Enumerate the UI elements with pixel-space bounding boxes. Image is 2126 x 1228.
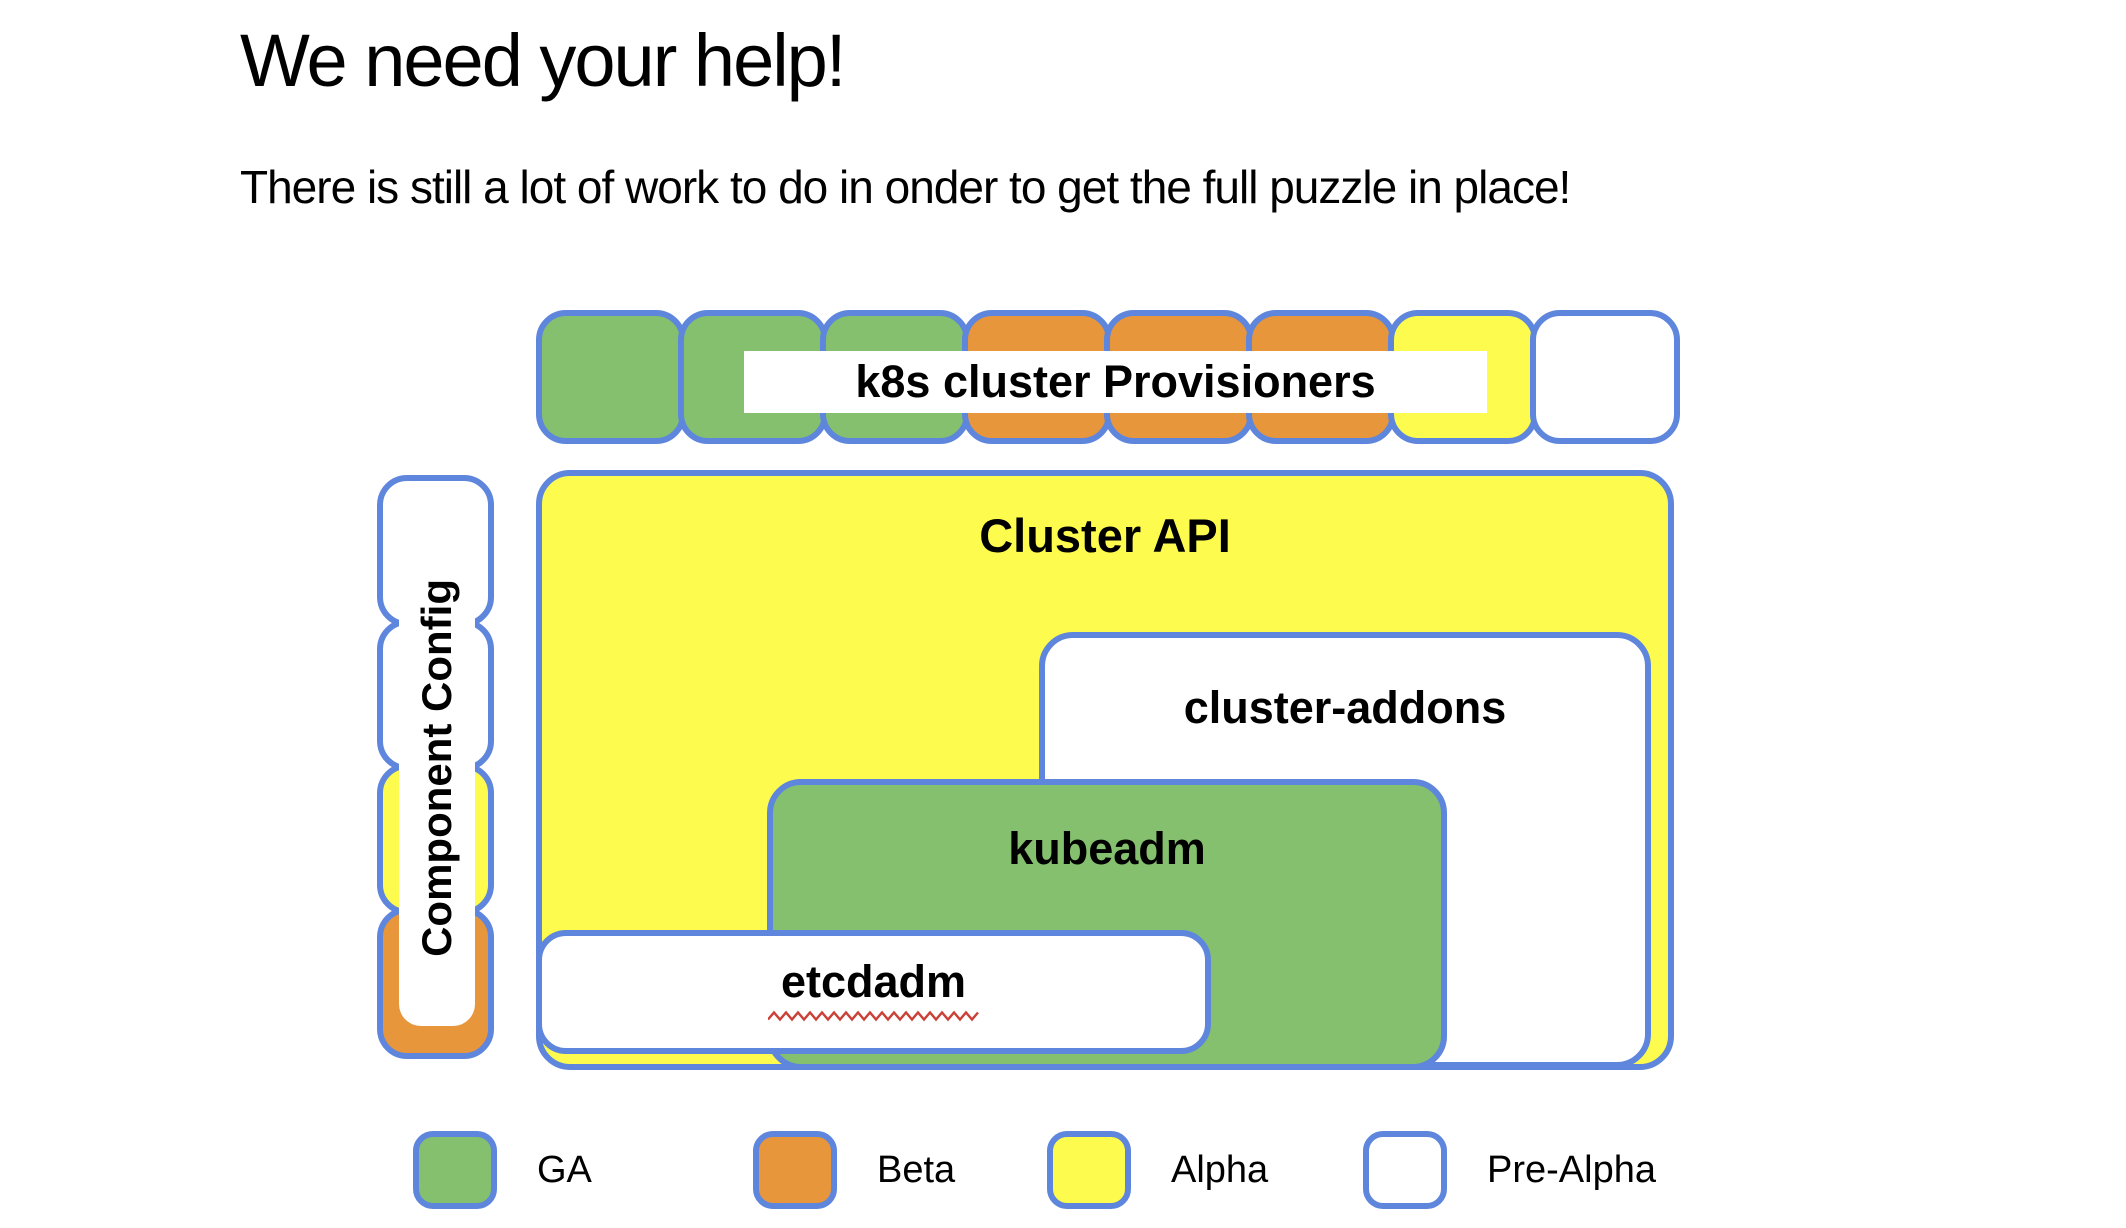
legend-swatch-ga [413,1131,497,1209]
provisioner-block-1-ga [536,310,686,444]
legend-label-pre_alpha: Pre-Alpha [1487,1148,1656,1191]
provisioners-label: k8s cluster Provisioners [744,351,1487,413]
legend-label-beta: Beta [877,1148,956,1191]
legend-swatch-alpha [1047,1131,1131,1209]
page-title: We need your help! [240,19,846,102]
page-subtitle: There is still a lot of work to do in on… [240,161,1571,213]
legend-label-alpha: Alpha [1171,1148,1269,1191]
legend-item-ga: GA [413,1130,592,1210]
etcdadm-box: etcdadm [536,930,1211,1054]
spellcheck-squiggle-icon [767,1010,979,1022]
cluster-api-label: Cluster API [979,509,1231,562]
provisioners-label-text: k8s cluster Provisioners [855,356,1376,407]
component-config-label-text: Component Config [413,579,460,957]
legend-label-ga: GA [537,1148,592,1191]
legend-item-pre_alpha: Pre-Alpha [1363,1130,1656,1210]
legend-swatch-pre_alpha [1363,1131,1447,1209]
etcdadm-label-text: etcdadm [780,956,967,1007]
provisioner-block-8-pre_alpha [1530,310,1680,444]
legend-swatch-beta [753,1131,837,1209]
legend-item-alpha: Alpha [1047,1130,1268,1210]
cluster-addons-label: cluster-addons [1183,682,1507,733]
kubeadm-label: kubeadm [1008,823,1206,874]
legend-item-beta: Beta [753,1130,955,1210]
etcdadm-label: etcdadm [542,956,1205,1022]
component-config-label: Component Config [399,510,475,1026]
